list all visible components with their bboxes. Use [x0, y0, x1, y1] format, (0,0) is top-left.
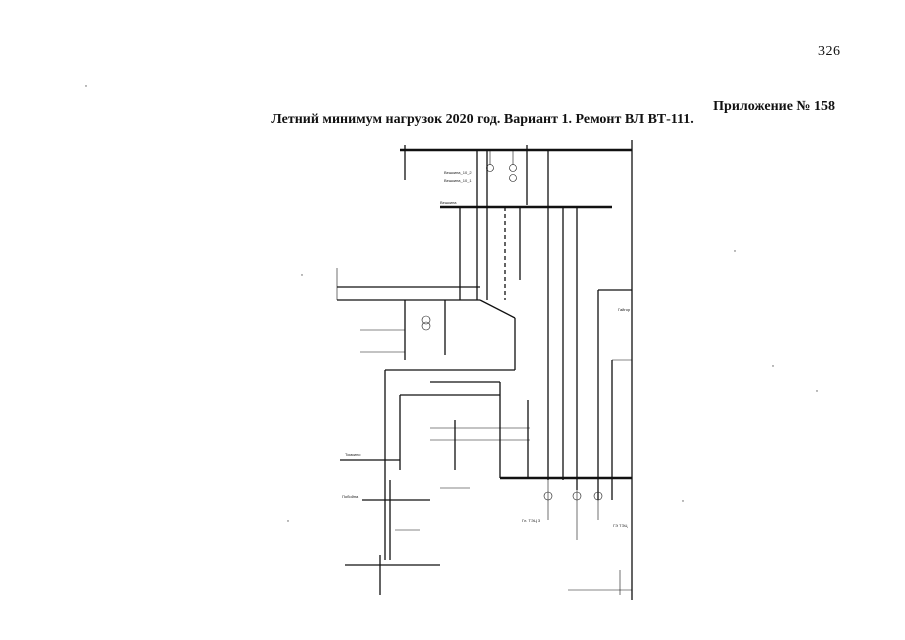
scan-speck — [816, 390, 818, 392]
scan-speck — [85, 85, 87, 87]
transformer-symbol — [509, 174, 517, 182]
scan-speck — [772, 365, 774, 367]
page-number: 326 — [818, 44, 841, 59]
scan-speck — [287, 520, 289, 522]
generator-symbol — [593, 491, 603, 501]
scan-speck — [301, 274, 303, 276]
node-label: Гл. ТЭЦ 3 — [522, 518, 541, 523]
transformer-symbol — [509, 164, 517, 172]
generator-symbol — [572, 491, 582, 501]
transformer-symbol — [421, 321, 431, 331]
scan-speck — [682, 500, 684, 502]
node-label: Гайгор — [618, 307, 631, 312]
node-label: Побойна — [342, 494, 359, 499]
generator-symbol — [543, 491, 553, 501]
node-label: ГЭ ТЭЦ — [613, 523, 627, 528]
appendix-label: Приложение № 158 — [713, 99, 835, 114]
node-label: Вешкина_10_2 — [444, 170, 472, 175]
scan-speck — [734, 250, 736, 252]
node-label: Вешкина — [440, 200, 457, 205]
node-label: Вешкина_10_1 — [444, 178, 472, 183]
line-segment — [479, 299, 516, 319]
transformer-symbol — [421, 315, 431, 325]
page-title: Летний минимум нагрузок 2020 год. Вариан… — [271, 112, 694, 127]
node-label: Томкино — [345, 452, 361, 457]
